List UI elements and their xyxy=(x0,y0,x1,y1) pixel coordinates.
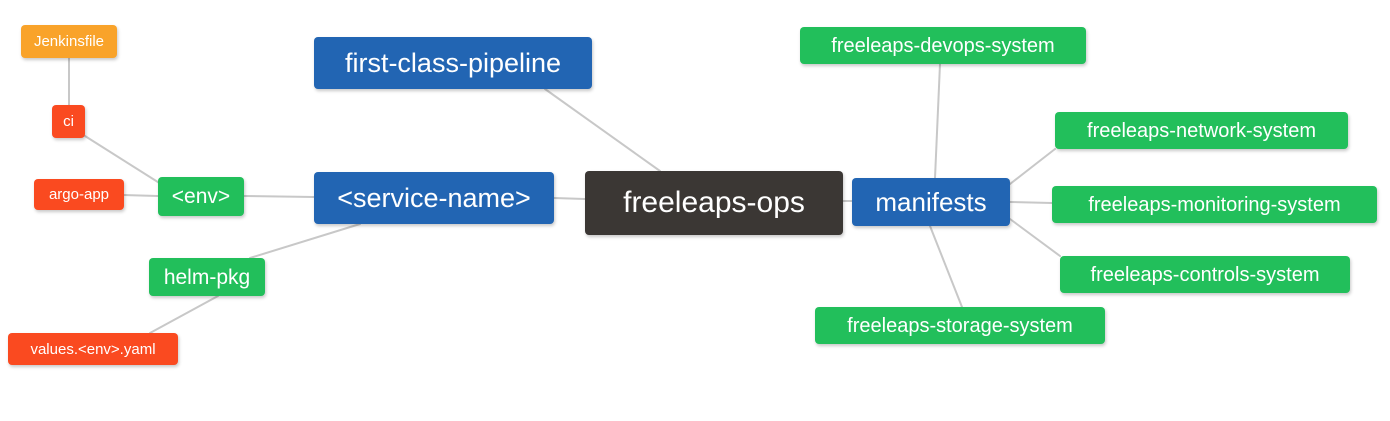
mindmap-node-ci[interactable]: ci xyxy=(52,105,85,138)
node-label: freeleaps-monitoring-system xyxy=(1088,193,1341,216)
mindmap-node-freeleaps-monitoring-system[interactable]: freeleaps-monitoring-system xyxy=(1052,186,1377,223)
edge-pipeline-ops xyxy=(544,88,661,172)
mindmap-node-freeleaps-ops[interactable]: freeleaps-ops xyxy=(585,171,843,235)
node-label: freeleaps-controls-system xyxy=(1090,263,1320,286)
node-label: <env> xyxy=(171,185,231,208)
mindmap-node-argo-app[interactable]: argo-app xyxy=(34,179,124,210)
mindmap-node-freeleaps-devops-system[interactable]: freeleaps-devops-system xyxy=(800,27,1086,64)
mindmap-node-freeleaps-controls-system[interactable]: freeleaps-controls-system xyxy=(1060,256,1350,293)
mindmap-node-jenkinsfile[interactable]: Jenkinsfile xyxy=(21,25,117,58)
node-label: Jenkinsfile xyxy=(33,33,105,50)
node-label: values.<env>.yaml xyxy=(30,340,156,358)
mindmap-node-manifests[interactable]: manifests xyxy=(852,178,1010,226)
edge-values-helm xyxy=(149,295,219,334)
mindmap-node-service-name[interactable]: <service-name> xyxy=(314,172,554,224)
mindmap-node-freeleaps-storage-system[interactable]: freeleaps-storage-system xyxy=(815,307,1105,344)
node-label: manifests xyxy=(875,187,987,217)
node-label: helm-pkg xyxy=(163,265,251,289)
edge-helm-service xyxy=(249,223,361,259)
edge-service-ops xyxy=(553,197,586,200)
mindmap-node-helm-pkg[interactable]: helm-pkg xyxy=(149,258,265,296)
edge-env-service xyxy=(243,195,315,198)
edge-manifests-network xyxy=(1009,148,1056,185)
mindmap-node-env[interactable]: <env> xyxy=(158,177,244,216)
edge-argo-env xyxy=(123,194,159,197)
node-label: first-class-pipeline xyxy=(344,47,562,78)
node-label: freeleaps-storage-system xyxy=(847,314,1073,337)
node-label: freeleaps-devops-system xyxy=(831,34,1055,57)
edge-manifests-storage xyxy=(929,225,963,308)
node-label: freeleaps-network-system xyxy=(1087,119,1316,142)
mindmap-node-values-yaml[interactable]: values.<env>.yaml xyxy=(8,333,178,365)
mindmap-node-first-class-pipeline[interactable]: first-class-pipeline xyxy=(314,37,592,89)
node-label: argo-app xyxy=(48,186,110,203)
node-label: <service-name> xyxy=(337,182,531,213)
mindmap-node-freeleaps-network-system[interactable]: freeleaps-network-system xyxy=(1055,112,1348,149)
node-label: ci xyxy=(63,113,74,130)
edge-manifests-monitoring xyxy=(1009,201,1053,204)
edge-manifests-controls xyxy=(1009,218,1061,257)
edge-manifests-devops xyxy=(934,63,941,179)
node-label: freeleaps-ops xyxy=(623,186,805,219)
